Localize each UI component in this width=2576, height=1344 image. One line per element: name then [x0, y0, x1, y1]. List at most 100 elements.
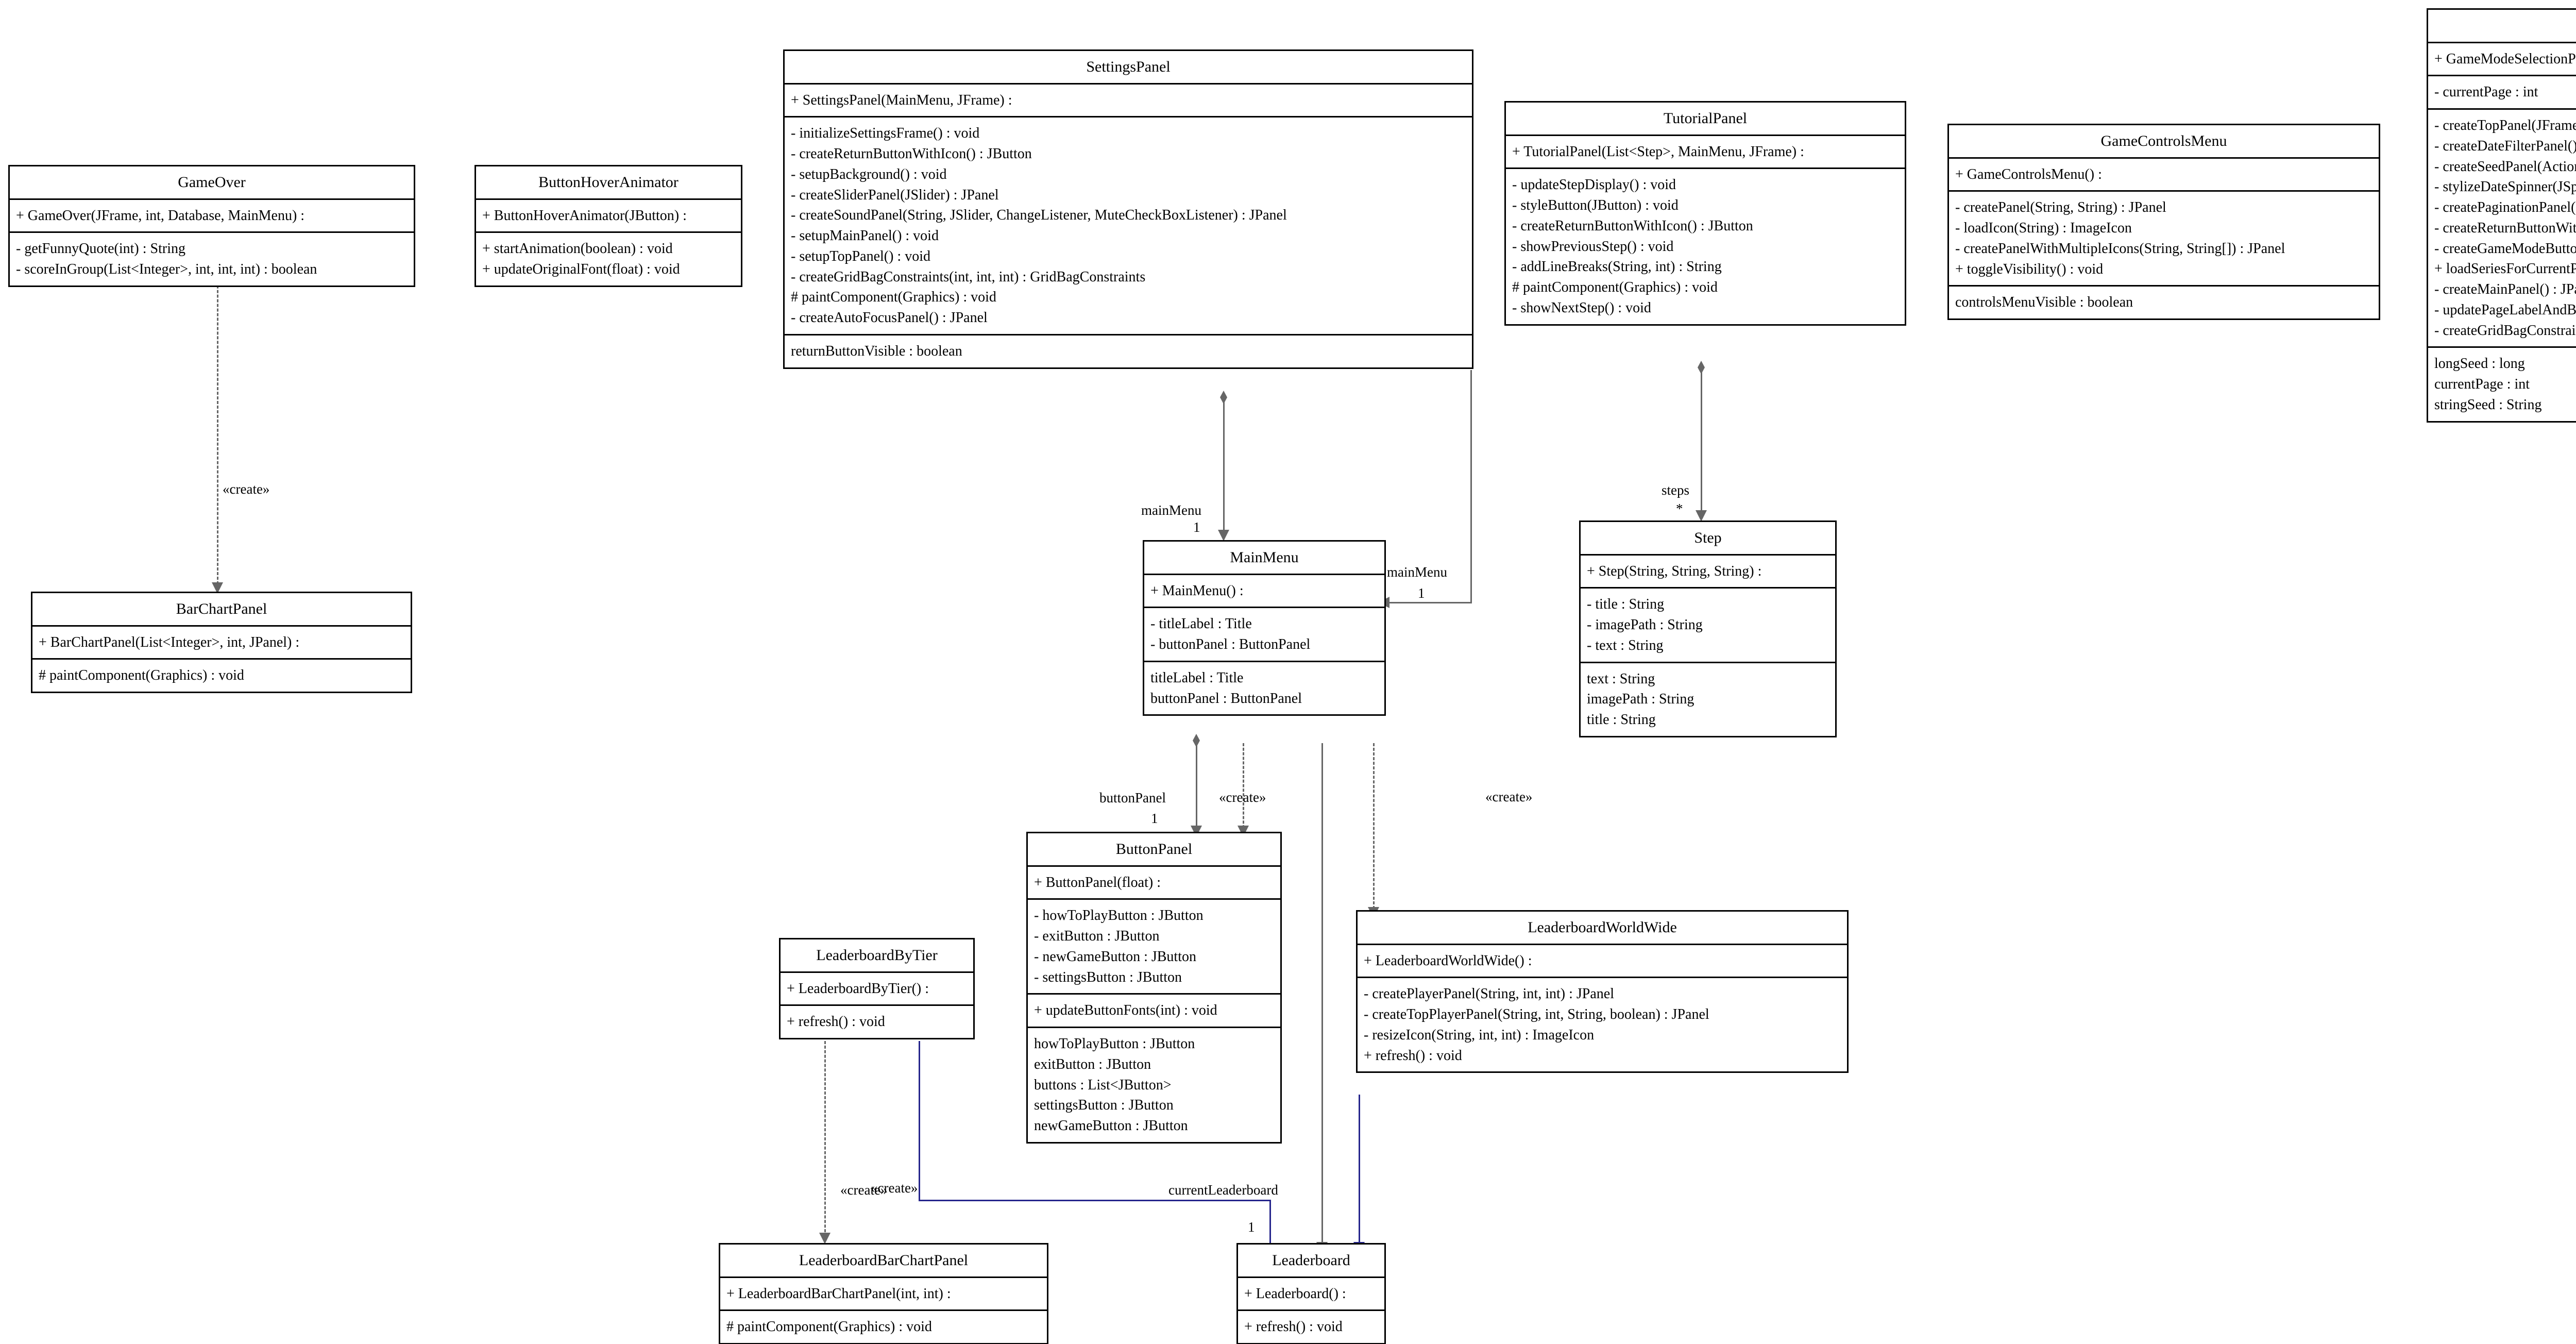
- constructor-compartment-leaderboardbytier: + LeaderboardByTier() :: [781, 973, 973, 1005]
- class-member: - createAutoFocusPanel() : JPanel: [791, 310, 988, 326]
- connector-buttonpanel-leaderboard-vertical: [919, 1041, 920, 1201]
- class-member: controlsMenuVisible : boolean: [1955, 294, 2133, 311]
- edge-label-buttonpanel-leaderboard: «create»: [840, 1182, 888, 1198]
- class-member: + MainMenu() :: [1150, 582, 1244, 599]
- class-member: + ButtonPanel(float) :: [1034, 874, 1161, 891]
- divider: [781, 1004, 973, 1006]
- class-box-barchartpanel[interactable]: BarChartPanel + BarChartPanel(List<Integ…: [31, 592, 412, 693]
- edge-label-mainmenu-leaderboardworldwide: «create»: [1485, 789, 1533, 804]
- field-compartment-buttonpanel: howToPlayButton : JButton exitButton : J…: [1028, 1028, 1280, 1142]
- class-box-gameover[interactable]: GameOver + GameOver(JFrame, int, Databas…: [8, 165, 415, 287]
- class-box-leaderboardbarchartpanel[interactable]: LeaderboardBarChartPanel + LeaderboardBa…: [719, 1243, 1048, 1344]
- attribute-compartment-gamemodeselectionpanel: - currentPage : int: [2428, 76, 2576, 108]
- class-member: - imagePath : String: [1587, 617, 1703, 633]
- edge-label-gameover-barchartpanel: «create»: [223, 481, 270, 497]
- divider: [476, 198, 741, 200]
- connector-settings-mainmenu: [1223, 400, 1225, 538]
- class-member: + LeaderboardByTier() :: [787, 980, 929, 997]
- class-box-gamemodeselectionpanel[interactable]: GameModeSelectionPanel + GameModeSelecti…: [2427, 8, 2576, 423]
- class-box-settingspanel[interactable]: SettingsPanel + SettingsPanel(MainMenu, …: [783, 49, 1473, 369]
- class-box-leaderboardworldwide[interactable]: LeaderboardWorldWide + LeaderboardWorldW…: [1356, 910, 1849, 1073]
- edge-mult-mainmenu-buttonpanel: 1: [1151, 811, 1158, 826]
- class-name-buttonpanel: ButtonPanel: [1115, 841, 1193, 858]
- class-member: - resizeIcon(String, int, int) : ImageIc…: [1364, 1027, 1595, 1043]
- divider: [1949, 157, 2379, 159]
- divider: [1581, 587, 1835, 589]
- constructor-compartment-settingspanel: + SettingsPanel(MainMenu, JFrame) :: [785, 85, 1472, 116]
- class-member: - title : String: [1587, 596, 1665, 613]
- constructor-compartment-buttonhoveranimator: + ButtonHoverAnimator(JButton) :: [476, 200, 741, 232]
- class-member: currentPage : int: [2434, 376, 2530, 392]
- class-member: - createGridBagConstraints(int, int, int…: [791, 268, 1146, 285]
- connector-bytier-barchartpanel: [824, 1041, 826, 1237]
- connector-mainmenu-leaderboard: [1321, 743, 1323, 1248]
- class-member: - scoreInGroup(List<Integer>, int, int, …: [16, 261, 317, 277]
- class-member: - updateStepDisplay() : void: [1512, 177, 1676, 193]
- constructor-compartment-mainmenu: + MainMenu() :: [1144, 575, 1384, 607]
- class-box-step[interactable]: Step + Step(String, String, String) : - …: [1579, 520, 1837, 737]
- edge-mult-settings-mainmenu: 1: [1193, 519, 1200, 535]
- class-member: returnButtonVisible : boolean: [791, 343, 962, 359]
- class-member: - titleLabel : Title: [1150, 616, 1252, 632]
- class-member: titleLabel : Title: [1150, 669, 1244, 686]
- class-member: - createSliderPanel(JSlider) : JPanel: [791, 187, 999, 203]
- class-box-gamecontrolsmenu[interactable]: GameControlsMenu + GameControlsMenu() : …: [1947, 124, 2380, 320]
- divider: [781, 971, 973, 973]
- class-member: - createMainPanel() : JPanel: [2434, 281, 2576, 297]
- class-member: + toggleVisibility() : void: [1955, 261, 2104, 277]
- class-member: - createPaginationPanel() : JPanel: [2434, 199, 2576, 215]
- class-member: newGameButton : JButton: [1034, 1118, 1188, 1134]
- constructor-compartment-leaderboardbarchartpanel: + LeaderboardBarChartPanel(int, int) :: [720, 1278, 1047, 1310]
- class-member: - howToPlayButton : JButton: [1034, 908, 1204, 924]
- class-box-tutorialpanel[interactable]: TutorialPanel + TutorialPanel(List<Step>…: [1504, 101, 1906, 326]
- divider: [32, 625, 411, 627]
- class-name-leaderboardbytier: LeaderboardByTier: [816, 947, 938, 964]
- connector-mainmenu-leaderboardworldwide: [1373, 743, 1375, 909]
- class-name-leaderboard: Leaderboard: [1272, 1252, 1350, 1269]
- connector-buttonpanel-leaderboard-horizontal: [919, 1200, 1271, 1201]
- edge-label-tutorial-mainmenu: mainMenu: [1387, 564, 1447, 580]
- divider: [785, 82, 1472, 85]
- class-box-leaderboardbytier[interactable]: LeaderboardByTier + LeaderboardByTier() …: [779, 938, 975, 1039]
- class-member: - createReturnButtonWithIcon() : JButton: [1512, 217, 1753, 234]
- class-member: - styleButton(JButton) : void: [1512, 197, 1679, 213]
- class-box-mainmenu[interactable]: MainMenu + MainMenu() : - titleLabel : T…: [1143, 540, 1386, 716]
- connector-tutorial-mainmenu-horizontal: [1389, 602, 1472, 603]
- class-name-tutorialpanel: TutorialPanel: [1663, 110, 1748, 127]
- connector-leaderboard-drop: [1269, 1200, 1271, 1249]
- class-member: - exitButton : JButton: [1034, 928, 1160, 944]
- class-member: + startAnimation(boolean) : void: [482, 241, 673, 257]
- class-member: + updateButtonFonts(int) : void: [1034, 1002, 1217, 1019]
- class-name-step: Step: [1694, 529, 1722, 546]
- constructor-compartment-step: + Step(String, String, String) :: [1581, 556, 1835, 587]
- class-member: # paintComponent(Graphics) : void: [39, 667, 244, 684]
- attribute-compartment-step: - title : String - imagePath : String - …: [1581, 589, 1835, 661]
- aggregation-diamond-tutorial: [1698, 361, 1705, 374]
- class-member: howToPlayButton : JButton: [1034, 1036, 1195, 1052]
- class-member: buttons : List<JButton>: [1034, 1077, 1172, 1093]
- attribute-compartment-buttonpanel: - howToPlayButton : JButton - exitButton…: [1028, 900, 1280, 993]
- divider: [1358, 943, 1847, 945]
- class-member: + LeaderboardBarChartPanel(int, int) :: [726, 1285, 951, 1302]
- class-box-buttonhoveranimator[interactable]: ButtonHoverAnimator + ButtonHoverAnimato…: [474, 165, 742, 287]
- class-box-leaderboard[interactable]: Leaderboard + Leaderboard() : + refresh(…: [1236, 1243, 1386, 1344]
- edge-label-currentleaderboard: currentLeaderboard: [1168, 1182, 1278, 1198]
- class-member: - createTopPanel(JFrame, MainMenu) : JPa…: [2434, 117, 2576, 133]
- divider: [1581, 661, 1835, 663]
- class-member: - buttonPanel : ButtonPanel: [1150, 636, 1311, 652]
- divider: [720, 1309, 1047, 1312]
- field-compartment-step: text : String imagePath : String title :…: [1581, 663, 1835, 736]
- field-compartment-mainmenu: titleLabel : Title buttonPanel : ButtonP…: [1144, 662, 1384, 715]
- class-member: + GameControlsMenu() :: [1955, 166, 2102, 182]
- class-member: # paintComponent(Graphics) : void: [791, 289, 996, 306]
- class-member: - updatePageLabelAndButtons(int, int) : …: [2434, 301, 2576, 318]
- method-compartment-leaderboardbytier: + refresh() : void: [781, 1006, 973, 1038]
- divider: [32, 658, 411, 660]
- class-box-buttonpanel[interactable]: ButtonPanel + ButtonPanel(float) : - how…: [1026, 832, 1282, 1144]
- divider: [10, 231, 414, 233]
- class-member: - addLineBreaks(String, int) : String: [1512, 259, 1722, 275]
- class-member: + GameOver(JFrame, int, Database, MainMe…: [16, 207, 305, 224]
- class-member: imagePath : String: [1587, 691, 1694, 708]
- edge-label-mainmenu-buttonpanel-create: «create»: [1219, 789, 1266, 805]
- class-member: # paintComponent(Graphics) : void: [726, 1319, 932, 1335]
